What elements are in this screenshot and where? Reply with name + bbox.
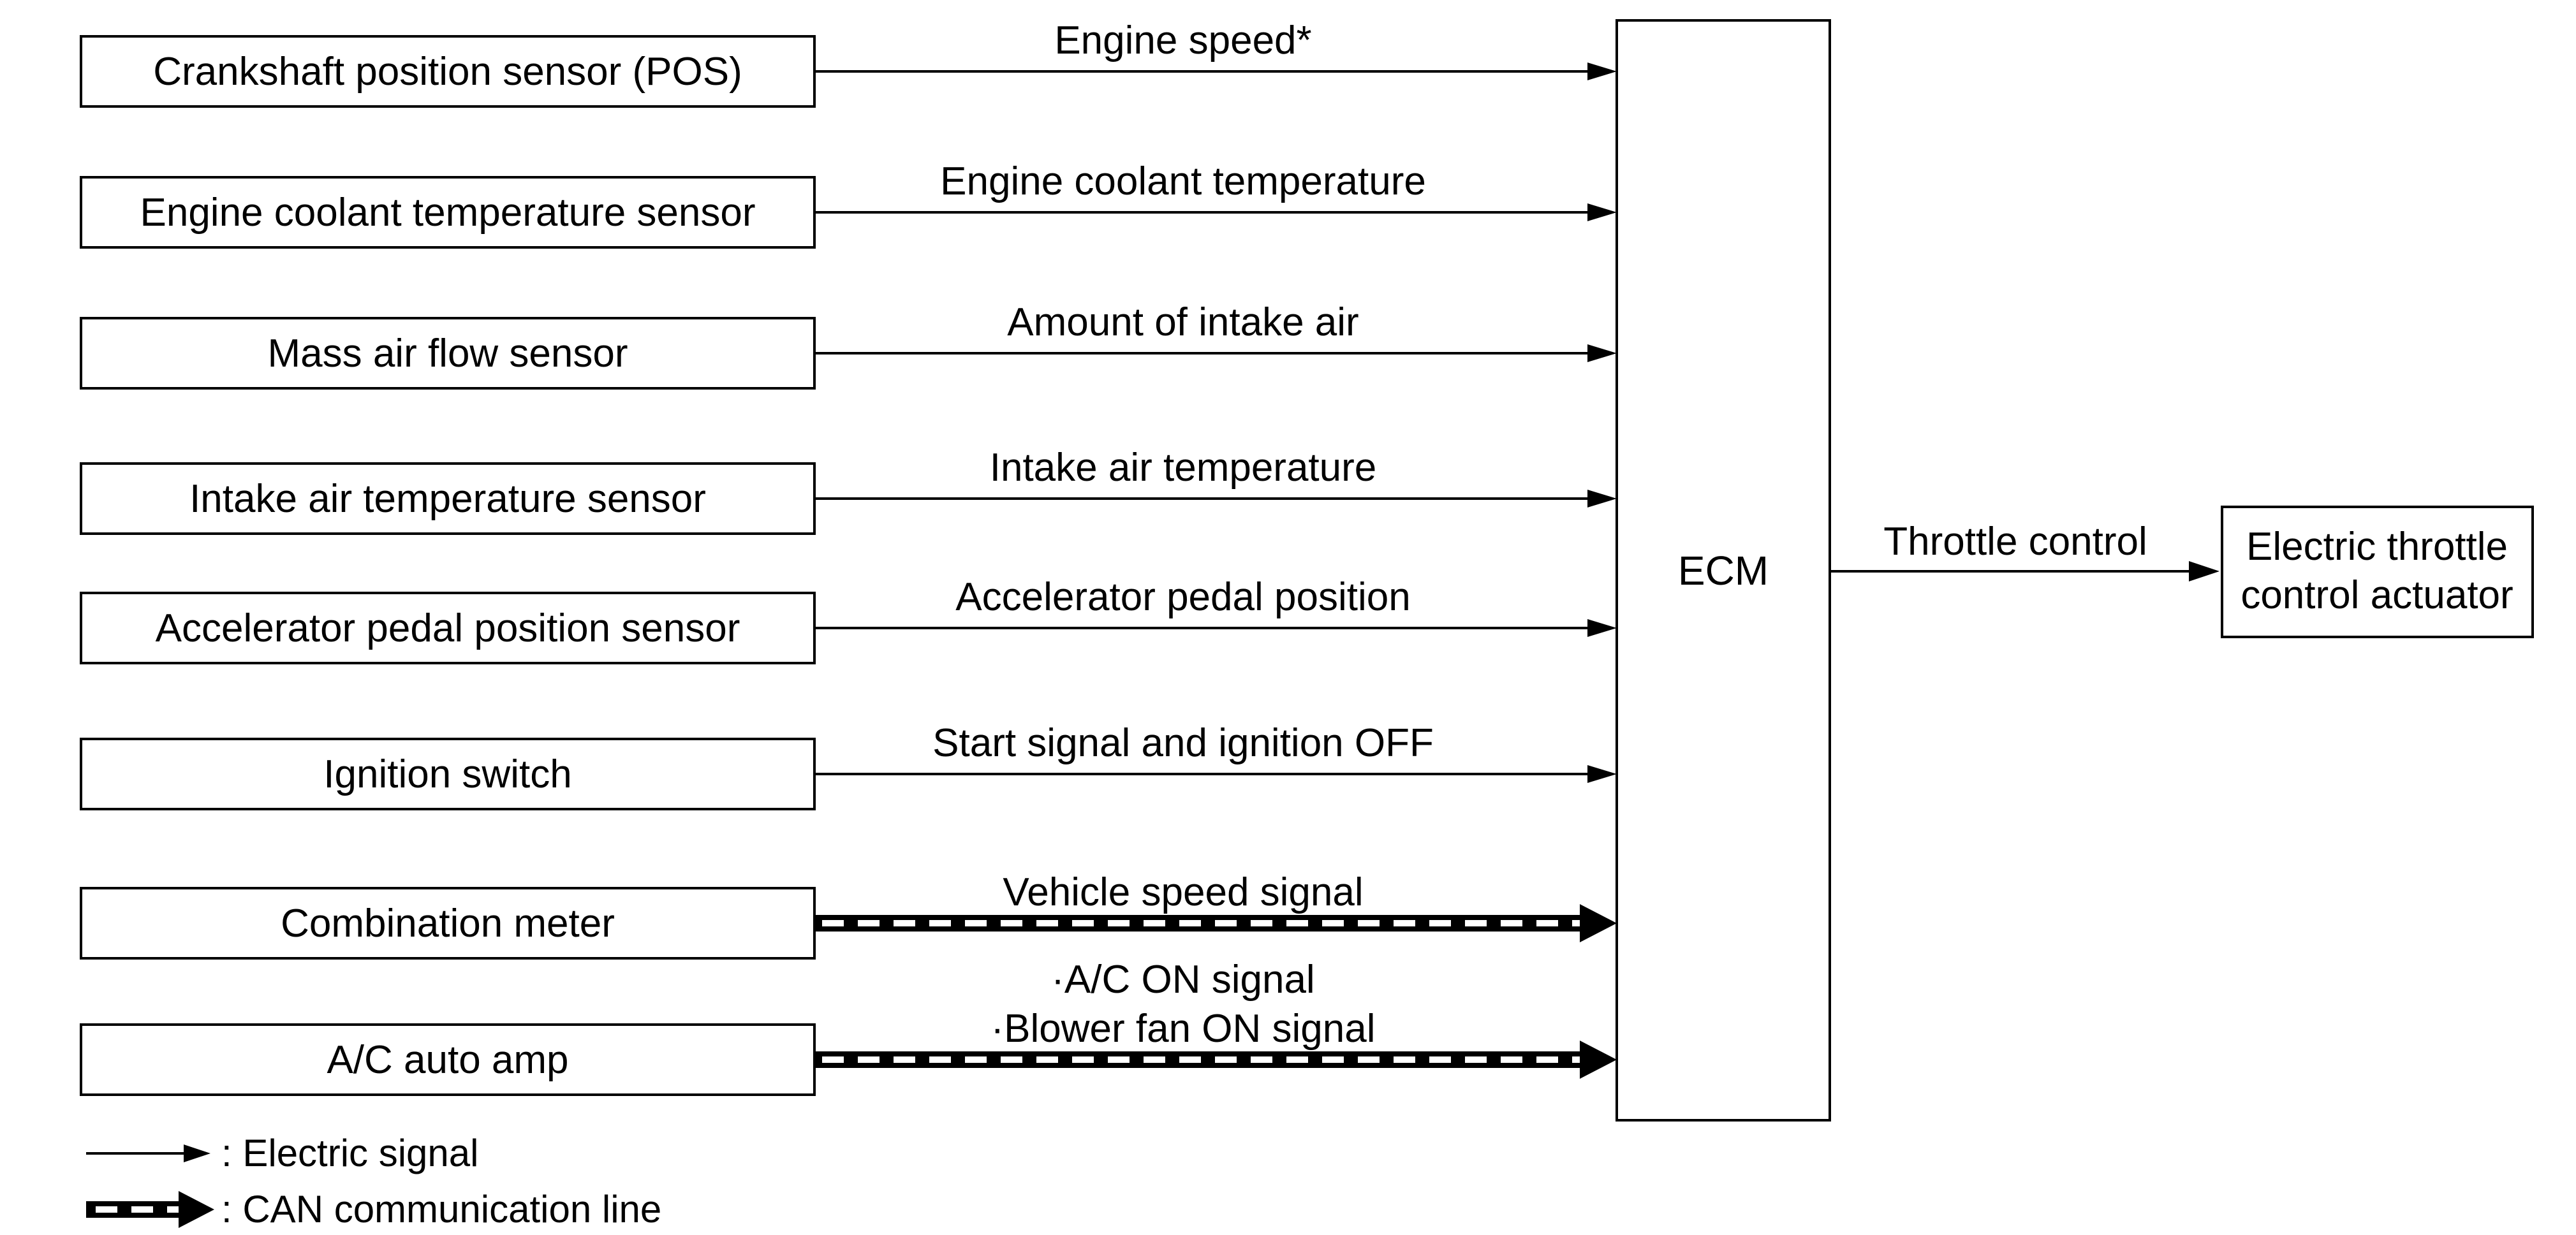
ecm-label: ECM (1678, 548, 1769, 594)
sensor-label: Intake air temperature sensor (189, 477, 706, 521)
can-line-arrowhead (1580, 904, 1617, 942)
signal-label: ·Blower fan ON signal (990, 1007, 1375, 1051)
sensor-box (80, 1023, 816, 1096)
signal-label: Amount of intake air (1007, 300, 1358, 344)
legend-can-arrowhead (179, 1191, 214, 1228)
input-row: A/C auto amp ·A/C ON signal ·Blower fan ON… (80, 958, 1617, 1096)
legend-can-label: : CAN communication line (221, 1188, 661, 1231)
sensor-box (80, 887, 816, 960)
input-row: Combination meter Vehicle speed signal (80, 870, 1617, 960)
legend: : Electric signal : CAN communication li… (86, 1132, 661, 1231)
sensor-label: Combination meter (281, 902, 615, 946)
can-line-arrowhead (1580, 1041, 1617, 1079)
legend-electric-arrowhead (184, 1144, 210, 1162)
electric-throttle-actuator-label-line1: Electric throttle (2246, 525, 2508, 569)
legend-electric-label: : Electric signal (221, 1132, 478, 1174)
sensor-label: Engine coolant temperature sensor (140, 191, 755, 235)
signal-label: Start signal and ignition OFF (932, 721, 1434, 765)
electric-throttle-actuator-box (2221, 506, 2534, 638)
signal-label: ·A/C ON signal (1051, 958, 1314, 1002)
electric-signal-arrowhead (1587, 765, 1617, 783)
sensor-box (80, 317, 816, 390)
input-row: Mass air flow sensor Amount of intake air (80, 300, 1617, 390)
signal-label: Intake air temperature (990, 446, 1377, 490)
input-row: Ignition switch Start signal and ignition… (80, 721, 1617, 810)
signal-label: Vehicle speed signal (1003, 870, 1363, 914)
sensor-box (80, 35, 816, 108)
sensor-label: A/C auto amp (327, 1038, 568, 1082)
electric-signal-arrowhead (1587, 62, 1617, 80)
input-row: Accelerator pedal position sensor Acceler… (80, 575, 1617, 664)
electric-signal-arrowhead (1587, 490, 1617, 508)
throttle-control-arrowhead (2189, 561, 2219, 581)
input-row: Crankshaft position sensor (POS) Engine s… (80, 18, 1617, 108)
electric-signal-arrowhead (1587, 203, 1617, 221)
signal-label: Engine coolant temperature (940, 159, 1426, 203)
signal-label: Engine speed* (1054, 18, 1311, 62)
electric-signal-arrowhead (1587, 344, 1617, 362)
input-row: Engine coolant temperature sensor Engine … (80, 159, 1617, 249)
input-row: Intake air temperature sensor Intake air … (80, 446, 1617, 535)
sensor-label: Mass air flow sensor (267, 332, 628, 376)
electric-signal-arrowhead (1587, 619, 1617, 637)
sensor-label: Accelerator pedal position sensor (156, 606, 740, 650)
signal-label: Accelerator pedal position (955, 575, 1410, 619)
input-group: Crankshaft position sensor (POS) Engine s… (80, 18, 1617, 1096)
sensor-label: Ignition switch (323, 752, 571, 796)
sensor-box (80, 176, 816, 249)
electric-throttle-actuator-label-line2: control actuator (2241, 573, 2513, 617)
throttle-control-signal-label: Throttle control (1883, 520, 2147, 564)
sensor-label: Crankshaft position sensor (POS) (153, 50, 742, 94)
sensor-box (80, 462, 816, 535)
